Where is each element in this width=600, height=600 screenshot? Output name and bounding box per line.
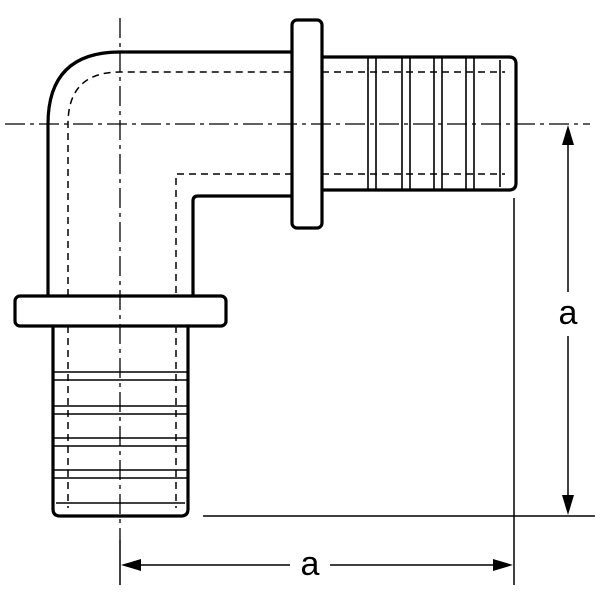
elbow-body [46,50,294,298]
barb-ring [53,405,188,415]
horizontal-spigot [320,55,518,192]
center-lines [5,18,590,540]
barb-ring [53,371,188,381]
bottom-collar-flange [13,294,228,328]
horizontal-spigot-end [507,55,518,192]
barb-ring [53,469,188,479]
bore-outer-hidden [67,71,292,296]
elbow-inner-contour [191,194,294,298]
vertical-spigot-barbs [53,371,188,504]
horizontal-spigot-barbs [367,57,501,190]
barb-ring [367,57,377,190]
vertical-spigot [51,324,190,518]
vertical-spigot-end [51,507,190,518]
barb-ring [53,437,188,447]
vertical-dimension-label: a [559,294,578,332]
barb-ring [401,57,411,190]
bore-inner-hidden [175,173,292,296]
horizontal-dimension: a [121,545,513,583]
extension-lines [119,198,595,585]
top-collar-flange [290,18,324,230]
horizontal-dimension-arrow-left [121,559,141,571]
vertical-dimension: a [559,125,578,515]
vertical-dimension-arrow-bottom [562,495,574,515]
barb-ring [433,57,443,190]
vertical-dimension-arrow-top [562,125,574,145]
barb-ring [465,57,475,190]
horizontal-dimension-label: a [301,545,320,583]
top-collar-rect [290,18,324,230]
horizontal-dimension-arrow-right [493,559,513,571]
elbow-outer-contour [46,50,294,298]
inner-bore-hidden-lines [67,71,505,508]
bottom-collar-rect [13,294,228,328]
